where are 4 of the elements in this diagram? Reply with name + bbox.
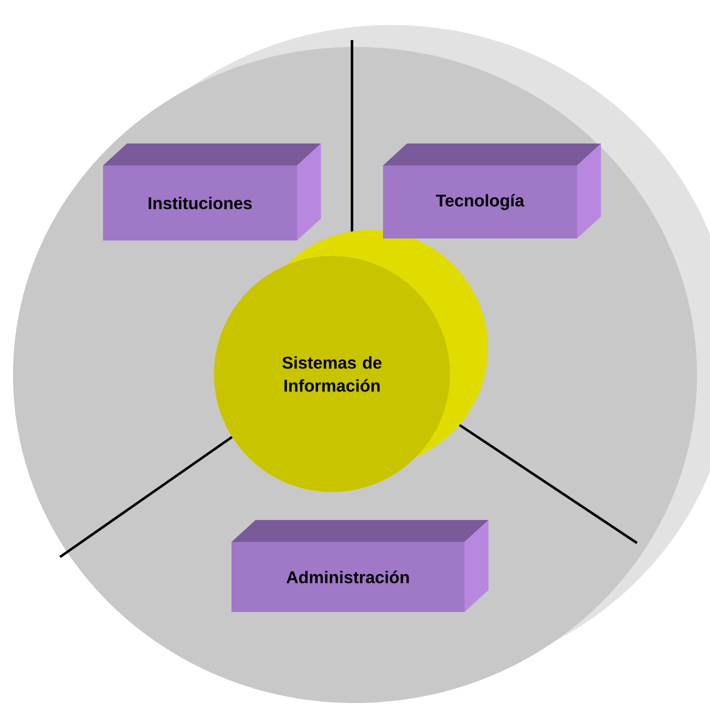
- block: Administración: [232, 520, 488, 612]
- block: Tecnología: [383, 144, 601, 238]
- cylinder: Sistemas de Información: [214, 230, 488, 492]
- block: Instituciones: [103, 144, 321, 240]
